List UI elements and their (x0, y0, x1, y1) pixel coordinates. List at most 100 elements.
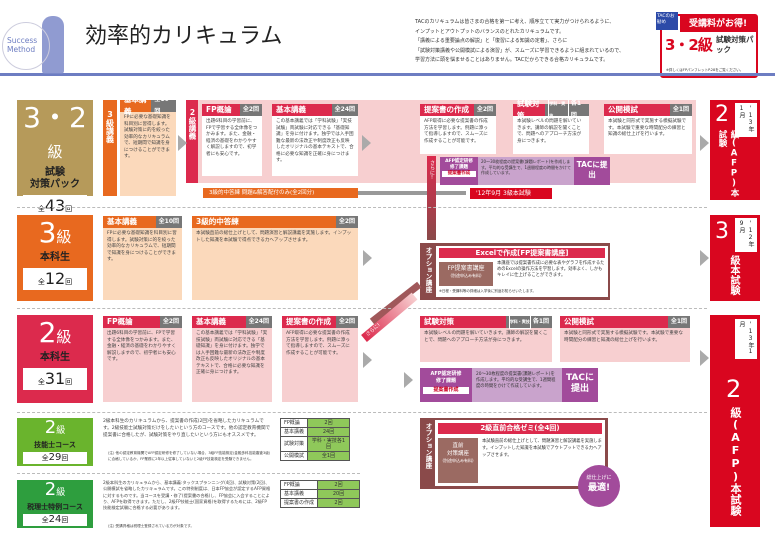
afp-label: 提案書作成 (423, 387, 469, 394)
ginou-description: 2級本科生のカリキュラムから、提案書の作成(2回)を省略したカリキュラムです。2… (103, 419, 271, 438)
option-sub: 直前 (452, 443, 464, 449)
level-name: 技能士コース (34, 441, 76, 449)
arrow-right-icon (178, 135, 187, 151)
kyu2-fp-overview: FP概論全2回 出題6科目の学習前に、FPで学習する全体像をつかみます。また、金… (103, 316, 182, 402)
kyu3-basic-lecture: 基本講義全10回 FPに必要な基礎知識を科目別に習得します。試験対策に的を絞った… (103, 216, 182, 300)
pack-exam-prep: 試験対策学科・実技各1回 本試験レベルの問題を解いていきます。講師の解説を聞くこ… (513, 97, 589, 154)
arrow-right-icon (700, 250, 709, 266)
success-method-logo: Success Method (2, 22, 50, 70)
diagonal-arrow (369, 281, 422, 325)
card-count: 全2回 (473, 104, 496, 116)
kyu2-afp-box: AFP認定研修修了課題提案書作成 20〜30枚程度の提案書(課題レポート)を作成… (420, 368, 598, 402)
card-tag: 学科・実技 (548, 97, 569, 123)
table-cell: 提案書の作成 (279, 498, 319, 508)
gray-line (358, 191, 466, 195)
table-cell: 2回 (317, 480, 361, 490)
option-title: 2級直前合格ゼミ(全4回) (438, 423, 602, 434)
option-sub: (別途申込み有料) (450, 273, 482, 278)
exam-date: '13年1月 (735, 103, 757, 137)
card-body: FPに必要な基礎知識を科目別に習得します。試験対策に的を絞った効率的なカリキュラ… (107, 231, 177, 262)
logo-line1: Success (7, 36, 38, 45)
kyu2-exam-box: '13年1月 2 級(AFP)本試験 (710, 315, 760, 527)
kyu2-mock-exam: 公開模試全1回 本試験と同形式で実施する模擬試験です。本試験で重要な時間配分の練… (560, 316, 690, 362)
person-silhouette-icon (42, 16, 64, 74)
card-body: 本試験と同形式で実施する模擬試験です。本試験で重要な時間配分の練習と知識の総仕上… (564, 331, 683, 343)
card-title: 公開模試 (608, 105, 638, 114)
option-label: オプション講座 (424, 423, 432, 469)
afp-label: AFP認定研修 (430, 371, 462, 377)
ginou-note: (注) 他の認定教育機関でAFP認定研修を修了していない場合、3級FP技能検定(… (108, 451, 271, 461)
arrow-right-icon (700, 350, 709, 366)
card-title: FP概論 (107, 317, 133, 326)
total-suffix: 回 (65, 205, 73, 213)
exam-name: 級(AFP)本試験 (717, 130, 739, 197)
total-count: 43 (44, 196, 66, 215)
level-name: 税理士特例コース (27, 503, 83, 511)
card-count: 各1回 (532, 318, 549, 325)
sarani-ribbon: さらに! (427, 156, 436, 240)
option-label: オプション講座 (424, 247, 432, 293)
zeirishi-level-box: 2級 税理士特例コース 全24回 (17, 480, 93, 528)
card-title: 3級的中答練 (196, 217, 239, 226)
kyu3-mid-test: 3級的中答練全2回 本試験直前の総仕上げとして、問題演習と解説講義を実施します。… (192, 216, 358, 300)
afp-submit: TACに提出 (574, 157, 610, 185)
pack-fp-overview: FP概論全2回 出題6科目の学習前に、FPで学習する全体像をつかみます。また、金… (202, 104, 262, 176)
option2-box: オプション講座 2級直前合格ゼミ(全4回) 直前対策講座(別途申込み有料) 本試… (420, 418, 608, 489)
card-body: 本試験レベルの問題を解いていきます。講師の解説を聞くことで、問題へのアプローチ方… (517, 119, 582, 144)
card-count: 全24回 (245, 316, 272, 328)
option-sub: (別途申込み有料) (442, 458, 474, 463)
pack-exam3-label: '12年9月 3級本試験 (470, 188, 552, 199)
level-name: 本科生 (40, 352, 70, 363)
total-count: 29 (48, 452, 62, 463)
badge-headline: 受講料がお得! (680, 16, 756, 32)
level-name: 試験 (45, 167, 65, 178)
bubble-line: 最適! (587, 483, 611, 493)
badge-grade: 3・2級 (665, 36, 713, 54)
divider (17, 473, 360, 474)
table-cell: 試験対策 (279, 436, 309, 452)
card-count: 全1回 (667, 316, 690, 328)
total-count: 31 (44, 369, 66, 388)
afp-label: 提案書作成 (442, 171, 476, 177)
kyu2-exam-prep: 試験対策学科・実技各1回 本試験レベルの問題を解いていきます。講師の解説を聞くこ… (420, 315, 552, 362)
option-title: Excelで作成[FP提案書講座] (439, 248, 605, 258)
pack-basic-lecture-2kyu: 基本講義全24回 この基本講義では「学科試験」「実技試験」両試験に対応できる「基… (272, 104, 358, 176)
table-cell: 全1回 (307, 451, 351, 461)
exam-grade: 2 (715, 102, 729, 127)
intro-line: 「試験対策講義や公開模試による演習」が、スムーズに学習できるように組まれているの… (415, 47, 625, 54)
afp-label: 修了課題 (435, 378, 456, 384)
total-prefix: 全 (41, 454, 49, 462)
card-count: 全10回 (151, 96, 176, 115)
divider (17, 308, 707, 309)
card-count: 各1回 (570, 100, 582, 119)
table-cell: 2回 (317, 498, 361, 508)
option-note: ※日程・受講料等の詳細は入学後に別途お知らせいたします。 (439, 289, 537, 293)
zeirishi-note: (注) 受講資格は税理士登録されている方が対象です。 (108, 524, 195, 528)
card-title: 提案書の作成 (424, 105, 469, 114)
afp-label: AFP認定研修 (445, 159, 473, 164)
table-cell: FP概論 (279, 480, 319, 490)
total-suffix: 回 (61, 454, 69, 462)
card-body: AFP取得に必要な提案書の作成方法を学習します。例題に添って指導しますので、スム… (424, 119, 488, 144)
logo-line2: Method (7, 45, 36, 54)
card-title: 基本講義 (276, 105, 306, 114)
table-cell: 基本講義 (279, 427, 309, 437)
table-row: 試験対策学科・実技各1回 (279, 436, 351, 452)
table-cell: FP概論 (279, 418, 309, 428)
card-body: AFP取得に必要な提案書の作成方法を学習します。例題に添って指導しますので、スム… (286, 331, 350, 356)
total-prefix: 全 (37, 205, 45, 213)
total-suffix: 回 (61, 516, 69, 524)
divider (17, 207, 707, 208)
kyu3-exam-box: '12年9月 3 級本試験 (710, 215, 760, 301)
arrow-right-icon (404, 372, 413, 388)
pack-mock-exam: 公開模試全1回 本試験と同形式で実施する模擬試験です。本試験で重要な時間配分の練… (604, 104, 692, 154)
level-grade: 2 (44, 479, 57, 500)
intro-line: TACのカリキュラムは皆さまの合格を第一に考え、順序立てて実力がつけられるように… (415, 19, 615, 25)
kyu2-proposal: 提案書の作成全2回 AFP取得に必要な提案書の作成方法を学習します。例題に添って… (282, 316, 358, 402)
card-count: 全2回 (335, 316, 358, 328)
